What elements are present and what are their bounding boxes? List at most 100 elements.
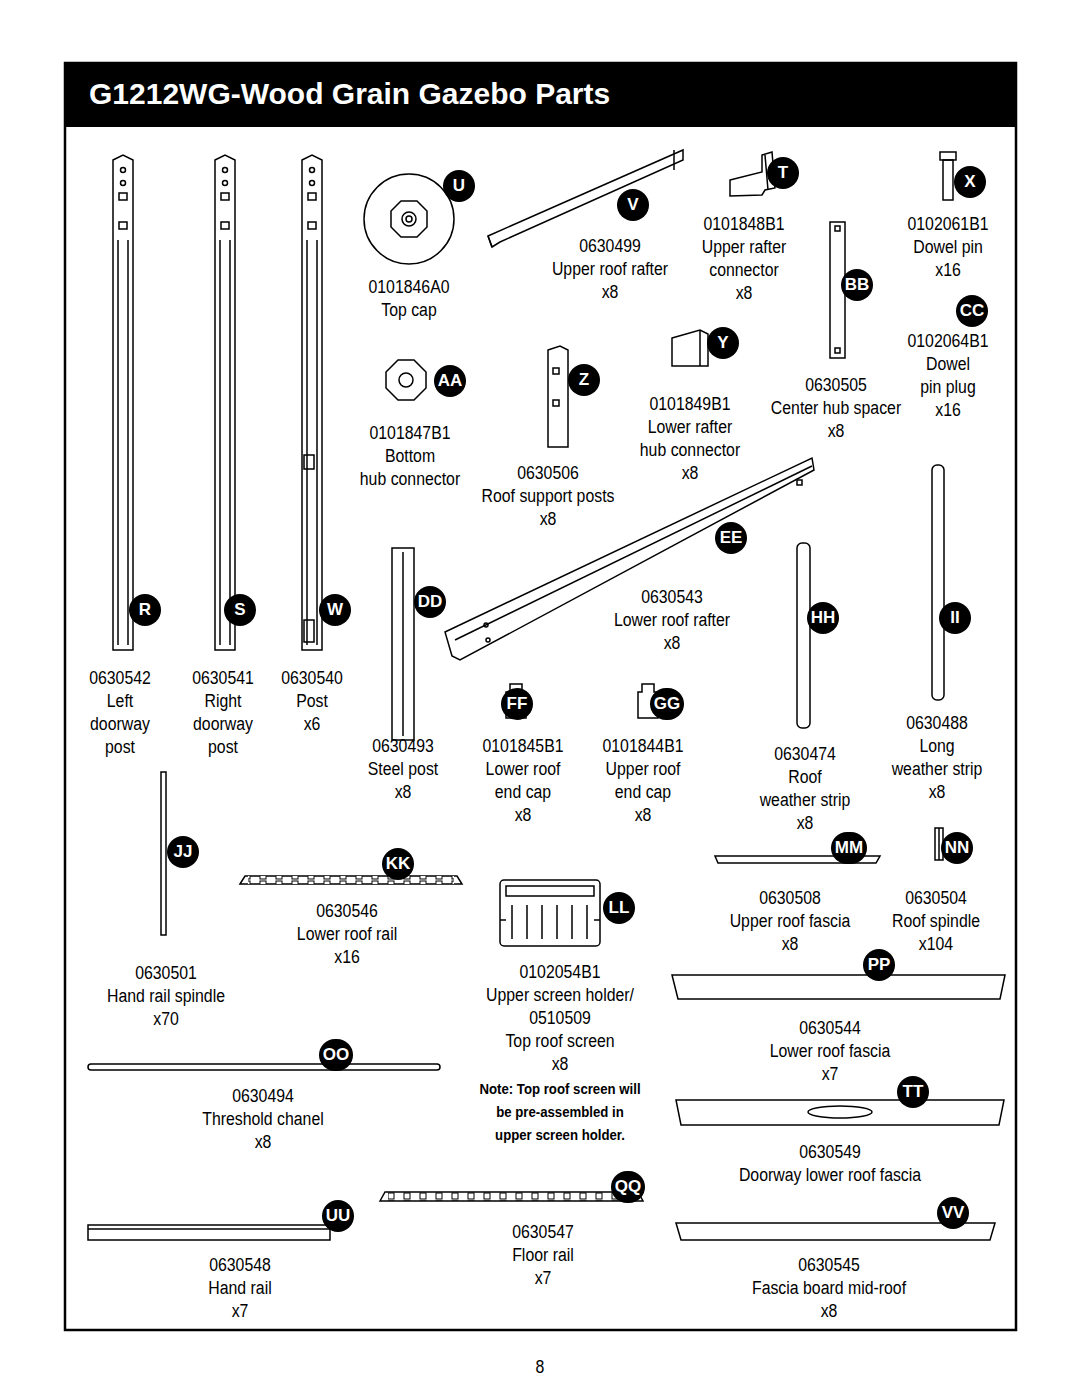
part-label: end cap [495,781,551,803]
part-label: Lower roof [486,758,561,780]
callout-circle: HH [807,602,840,634]
callout-letter: DD [418,592,443,612]
callout-circle: BB [841,269,874,301]
callout-circle: MM [831,832,867,864]
callout-circle: FF [501,688,533,720]
callout-circle: JJ [167,836,199,868]
part-label: weather strip [760,789,851,811]
part-label: x8 [515,804,532,826]
part-label: x16 [334,946,360,968]
callout-circle: V [617,189,649,221]
part-label: x8 [540,508,557,530]
part-label: x7 [232,1300,249,1322]
part-label: Lower rafter [648,416,733,438]
part-label: x8 [682,462,699,484]
callout-letter: GG [654,694,680,714]
part-label: 0630506 [517,462,579,484]
callout-letter: UU [326,1206,351,1226]
callout-letter: AA [438,371,463,391]
part-label: Lower roof rafter [614,609,730,631]
callout-letter: PP [868,955,891,975]
callout-letter: II [950,608,959,628]
part-label: x8 [395,781,412,803]
part-label: Upper screen holder/ [486,984,634,1006]
part-label: hub connector [360,468,460,490]
part-label: 0630474 [774,743,836,765]
part-label: Upper roof [606,758,681,780]
part-label: x7 [535,1267,552,1289]
part-label: 0101844B1 [602,735,683,757]
part-label: x104 [919,933,953,955]
part-label: x6 [304,713,321,735]
callout-letter: U [453,176,465,196]
part-label: 0630540 [281,667,343,689]
callout-letter: S [234,600,245,620]
part-label: 0630545 [798,1254,860,1276]
part-label: Dowel pin [913,236,983,258]
part-label: Roof support posts [482,485,615,507]
part-label: 0630493 [372,735,434,757]
callout-letter: OO [323,1045,349,1065]
part-label: 0630488 [906,712,968,734]
callout-circle: LL [603,892,635,924]
callout-letter: EE [720,528,743,548]
callout-circle: DD [414,586,447,618]
part-label: 0101846A0 [368,276,449,298]
callout-circle: Y [707,327,739,359]
part-label: 0630505 [805,374,867,396]
part-label: Upper roof fascia [730,910,851,932]
part-label: 0630541 [192,667,254,689]
part-label: Roof spindle [892,910,980,932]
part-label: post [105,736,135,758]
callout-letter: HH [811,608,836,628]
part-label: Upper rafter [702,236,787,258]
part-label: end cap [615,781,671,803]
callout-circle: AA [434,365,467,397]
callout-circle: TT [897,1076,929,1108]
callout-circle: VV [937,1197,969,1229]
part-label: x8 [255,1131,272,1153]
part-label: Hand rail [208,1277,271,1299]
part-label: 0630542 [89,667,151,689]
callout-circle: OO [319,1039,353,1071]
part-label: x70 [153,1008,179,1030]
callout-letter: V [627,195,638,215]
part-label: Doorway lower roof fascia [739,1164,921,1186]
part-label: 0102054B1 [519,961,600,983]
part-label: 0630494 [232,1085,294,1107]
note-text: Note: Top roof screen will [479,1078,640,1100]
callout-letter: LL [609,898,630,918]
note-text: be pre-assembled in [496,1101,624,1123]
callout-letter: FF [507,694,528,714]
part-label: Right [205,690,242,712]
part-label: weather strip [892,758,983,780]
callout-letter: BB [845,275,870,295]
callout-circle: W [319,594,351,626]
callout-letter: JJ [174,842,193,862]
part-label: connector [709,259,779,281]
part-label: 0630544 [799,1017,861,1039]
part-label: Top roof screen [505,1030,614,1052]
part-label: Center hub spacer [771,397,901,419]
callout-circle: CC [956,295,989,327]
part-label: x8 [821,1300,838,1322]
part-label: 0510509 [529,1007,591,1029]
part-label: 0630543 [641,586,703,608]
callout-circle: S [224,594,256,626]
part-label: x8 [828,420,845,442]
part-label: Long [919,735,954,757]
part-label: x8 [552,1053,569,1075]
part-label: 0630499 [579,235,641,257]
callout-letter: TT [903,1082,924,1102]
callout-circle: EE [715,522,747,554]
callout-letter: NN [945,838,970,858]
part-label: Upper roof rafter [552,258,668,280]
callout-circle: U [443,170,475,202]
part-label: x8 [929,781,946,803]
part-label: Steel post [368,758,438,780]
part-label: x8 [664,632,681,654]
part-label: x8 [635,804,652,826]
callout-circle: X [954,166,986,198]
page-title: G1212WG-Wood Grain Gazebo Parts [89,77,610,111]
